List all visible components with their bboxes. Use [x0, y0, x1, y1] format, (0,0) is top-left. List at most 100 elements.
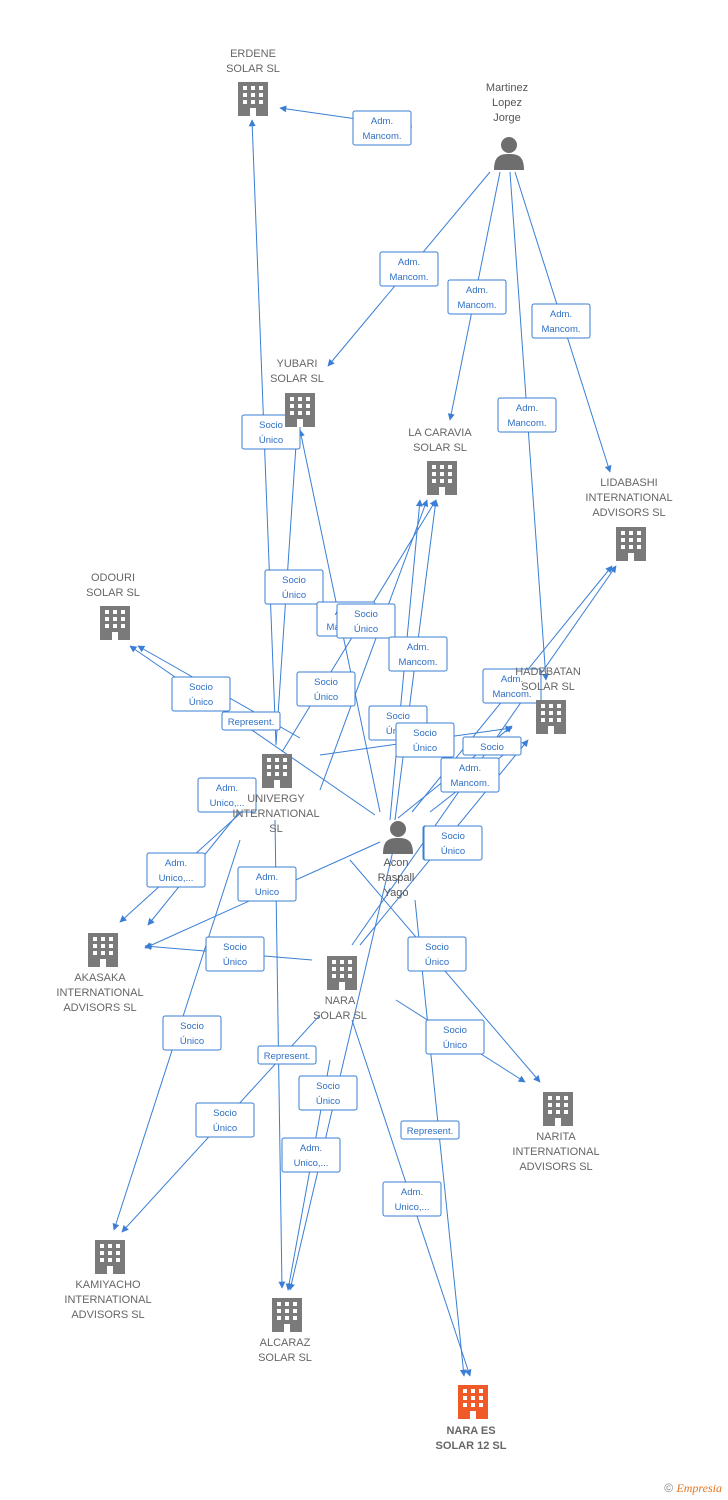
node-label: HADEBATAN: [515, 666, 581, 678]
edge-label-text: Mancom.: [457, 300, 496, 311]
node-label: SOLAR 12 SL: [436, 1440, 507, 1452]
node-label: SOLAR SL: [521, 681, 575, 693]
edge-label-text: Adm.: [516, 403, 538, 414]
node-label: ADVISORS SL: [592, 507, 665, 519]
edge-label-text: Único: [425, 957, 449, 968]
edge-label-box: [171, 676, 231, 712]
building-icon: [262, 754, 292, 788]
edge-label-text: Único: [441, 846, 465, 857]
edge-label-text: Mancom.: [492, 689, 531, 700]
edge-label[interactable]: Adm.Unico,...: [281, 1137, 341, 1173]
node-label: NARITA: [536, 1131, 576, 1143]
edge-label-text: Único: [180, 1036, 204, 1047]
edge-label-text: Mancom.: [450, 778, 489, 789]
edge-label-text: Socio: [189, 682, 213, 693]
edge-label-text: Socio: [223, 942, 247, 953]
edge-label-text: Socio: [413, 728, 437, 739]
building-icon: [272, 1298, 302, 1332]
edge-label-box: [336, 603, 396, 639]
edge-label-text: Socio: [282, 575, 306, 586]
edge-label[interactable]: Adm. Mancom.: [482, 668, 542, 704]
edge-label-box: [423, 825, 483, 861]
edge-label-text: Único: [213, 1123, 237, 1134]
node-label: YUBARI: [277, 358, 318, 370]
edge-label-text: Único: [413, 743, 437, 754]
node-label: Jorge: [493, 112, 521, 124]
edge-label[interactable]: Adm.Mancom.: [497, 397, 557, 433]
edge-label[interactable]: Adm.Unico,...: [382, 1181, 442, 1217]
edge-label-text: Adm.: [165, 858, 187, 869]
edge-label-box: [205, 936, 265, 972]
node-label: INTERNATIONAL: [56, 987, 143, 999]
edge-label[interactable]: Adm.Mancom.: [447, 279, 507, 315]
edge-label[interactable]: Adm. Mancom.: [531, 303, 591, 339]
node-label: INTERNATIONAL: [585, 492, 672, 504]
company-node-hadebatan[interactable]: HADEBATAN SOLAR SL: [515, 666, 581, 734]
node-label: Acon: [383, 857, 408, 869]
edge-label[interactable]: Adm.Mancom.: [352, 110, 412, 146]
edge-label[interactable]: Adm.Unico: [237, 866, 297, 902]
node-label: ADVISORS SL: [63, 1002, 136, 1014]
node-label: Yago: [384, 887, 409, 899]
edge-label-text: Único: [316, 1096, 340, 1107]
edge-label-box: [264, 569, 324, 605]
edge-label[interactable]: Adm.Unico,...: [146, 852, 206, 888]
edge-label-box: [440, 757, 500, 793]
edge-label-text: Mancom.: [541, 324, 580, 335]
edge-label-text: Socio: [316, 1081, 340, 1092]
edge-label-text: Adm.: [501, 674, 523, 685]
edge-label[interactable]: Represent.: [221, 711, 281, 731]
edge-label[interactable]: Represent.: [400, 1120, 460, 1140]
edge-label-text: Adm.: [550, 309, 572, 320]
node-label: INTERNATIONAL: [232, 808, 319, 820]
node-label: ADVISORS SL: [519, 1161, 592, 1173]
edge-label-box: [162, 1015, 222, 1051]
node-label: ADVISORS SL: [71, 1309, 144, 1321]
edge-label-box: [388, 636, 448, 672]
edge-label-text: Mancom.: [389, 272, 428, 283]
edge-label-text: Adm.: [407, 642, 429, 653]
edge-label[interactable]: Socio: [462, 736, 522, 756]
edge-label[interactable]: Adm.Unico,...: [197, 777, 257, 813]
edge-label-box: [531, 303, 591, 339]
edge-label-text: Único: [443, 1040, 467, 1051]
edge-label-box: [296, 671, 356, 707]
edge-label[interactable]: Adm.Mancom.: [388, 636, 448, 672]
edge-label[interactable]: Represent.: [257, 1045, 317, 1065]
edge-label[interactable]: Adm.Mancom.: [440, 757, 500, 793]
relationship-edge: [319, 499, 429, 791]
edge-label-box: [497, 397, 557, 433]
edge-label-text: Adm.: [398, 257, 420, 268]
building-icon: [536, 700, 566, 734]
footer-brand[interactable]: © Empresia: [664, 1481, 722, 1496]
edge-label[interactable]: Adm. Mancom.: [379, 251, 439, 287]
edge-label-box: [425, 1019, 485, 1055]
